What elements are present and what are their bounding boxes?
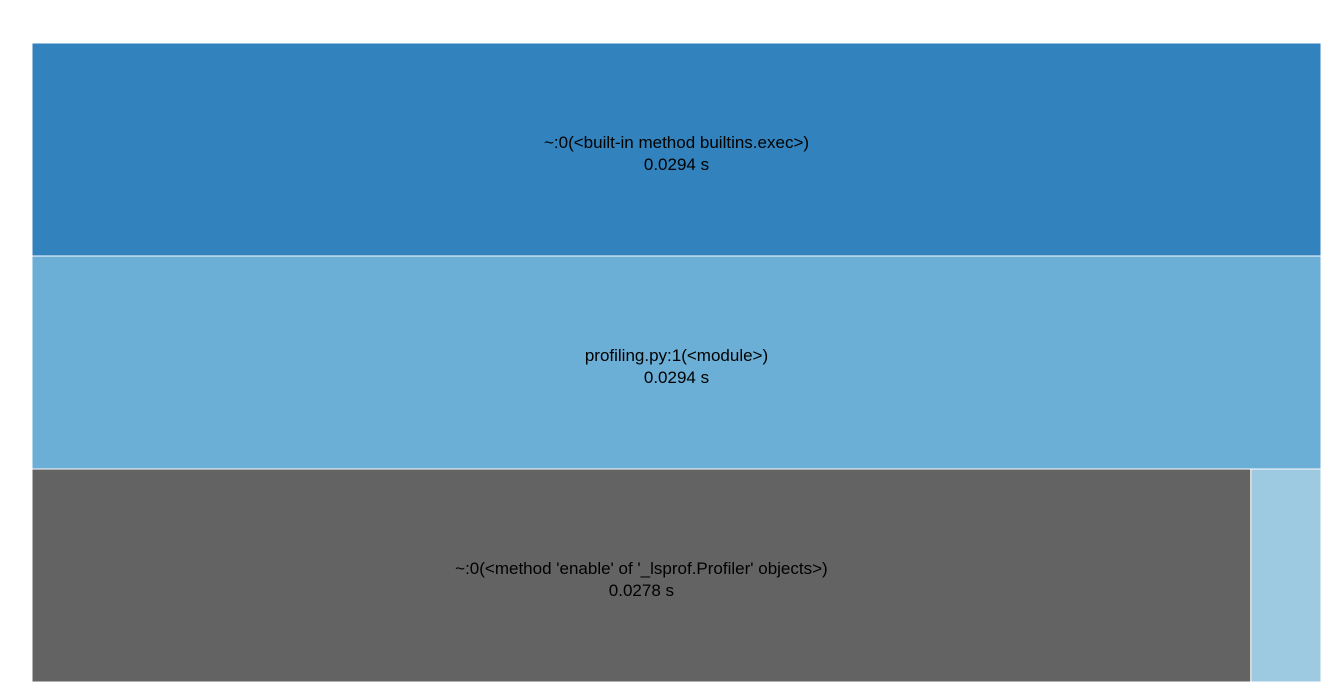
flame-block-label: ~:0(<method 'enable' of '_lsprof.Profile… bbox=[455, 559, 828, 578]
flame-block-time: 0.0294 s bbox=[644, 155, 709, 174]
flame-block-rect bbox=[31, 42, 1322, 257]
flame-block-time: 0.0294 s bbox=[644, 368, 709, 387]
flame-block-label: ~:0(<built-in method builtins.exec>) bbox=[544, 133, 809, 152]
flame-block[interactable]: ~:0(<method 'enable' of '_lsprof.Profile… bbox=[31, 468, 1252, 683]
flame-block-rect bbox=[31, 255, 1322, 470]
flame-block[interactable]: profiling.py:1(<module>) 0.0294 s bbox=[31, 255, 1322, 470]
flame-block[interactable] bbox=[1250, 468, 1322, 683]
flame-block-time: 0.0278 s bbox=[609, 581, 674, 600]
flame-block[interactable]: ~:0(<built-in method builtins.exec>) 0.02… bbox=[31, 42, 1322, 257]
flame-block-rect bbox=[31, 468, 1252, 683]
flame-block-rect bbox=[1250, 468, 1322, 683]
flame-block-label: profiling.py:1(<module>) bbox=[585, 346, 768, 365]
